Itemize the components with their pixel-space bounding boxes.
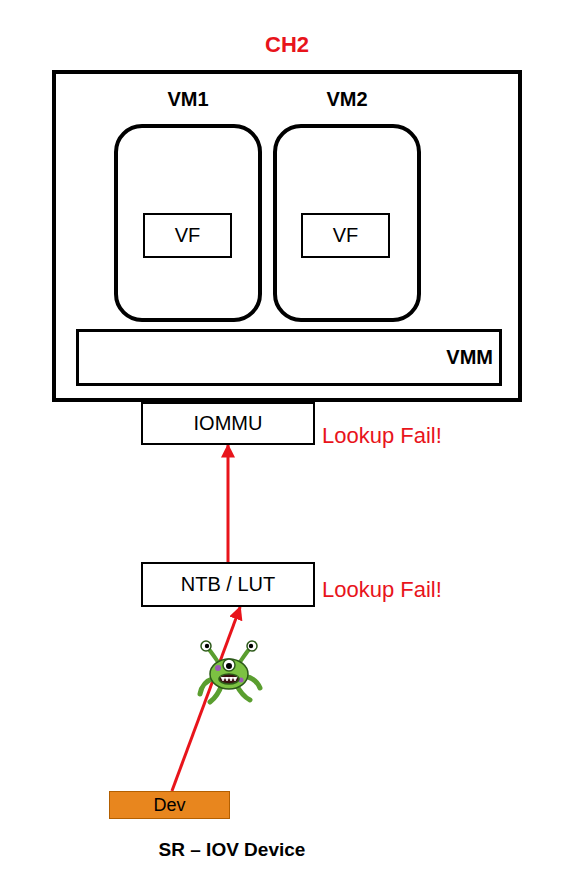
box-label: VF [333, 224, 359, 247]
ntb-box: NTB / LUT [141, 562, 315, 607]
iommu-box: IOMMU [141, 402, 315, 445]
host-box: VFVM1VFVM2VMMCH2 [52, 70, 522, 402]
vm-box: VFVM2 [273, 124, 421, 322]
vf-box: VF [301, 213, 390, 258]
box-heading: VM1 [167, 88, 208, 111]
box-heading: VM2 [326, 88, 367, 111]
vm-box: VFVM1 [114, 124, 262, 322]
attack-arrow [172, 607, 240, 791]
virus-icon [194, 638, 264, 708]
vmm-band: VMM [76, 329, 502, 386]
box-label: VF [175, 224, 201, 247]
status-note: Lookup Fail! [322, 423, 442, 448]
box-label: Dev [153, 795, 185, 816]
status-note: Lookup Fail! [322, 577, 442, 602]
device-box: Dev [109, 791, 230, 819]
box-label: VMM [446, 346, 493, 369]
attack-arrow [227, 445, 230, 562]
vf-box: VF [143, 213, 232, 258]
box-label: NTB / LUT [181, 573, 275, 596]
figure-caption: SR – IOV Device [82, 839, 382, 861]
box-heading: CH2 [265, 32, 309, 57]
box-label: IOMMU [194, 412, 263, 435]
